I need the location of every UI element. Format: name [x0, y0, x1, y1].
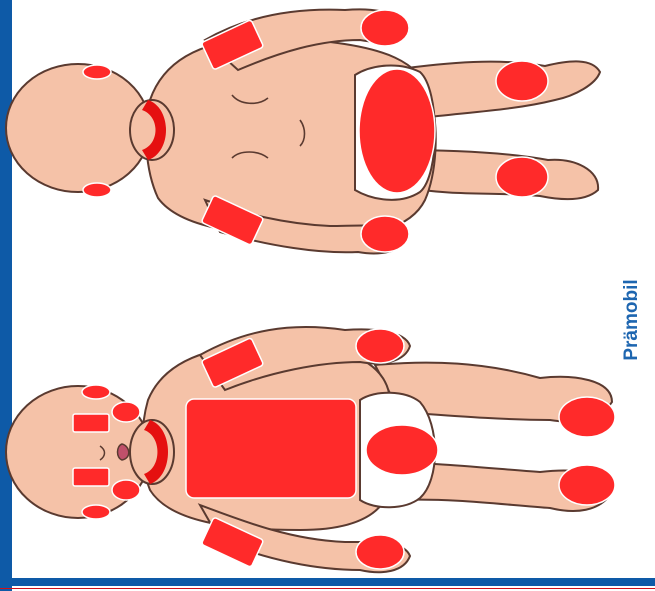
caption-box: Prämobil — [612, 255, 652, 385]
front-forehead-left-marker — [82, 505, 110, 519]
front-cheek-right-marker — [112, 402, 140, 422]
back-ear-left-marker — [83, 183, 111, 197]
front-eye-left-marker — [73, 468, 109, 486]
back-knee-right-marker — [496, 61, 548, 101]
caption-premobile-label: Prämobil — [621, 279, 643, 360]
front-chest-abdomen-marker — [186, 399, 356, 498]
front-hand-left-marker — [356, 535, 404, 569]
back-hand-right-marker — [361, 10, 409, 46]
front-foot-right-marker — [559, 397, 615, 437]
back-head — [6, 64, 150, 192]
front-foot-left-marker — [559, 465, 615, 505]
baby-front-view — [6, 327, 615, 572]
baby-back-view — [6, 9, 600, 253]
front-forehead-right-marker — [82, 385, 110, 399]
back-knee-left-marker — [496, 157, 548, 197]
front-cheek-left-marker — [112, 480, 140, 500]
front-mouth — [118, 444, 129, 460]
back-ear-right-marker — [83, 65, 111, 79]
back-buttocks-marker — [359, 69, 435, 193]
back-hand-left-marker — [361, 216, 409, 252]
front-eye-right-marker — [73, 414, 109, 432]
front-hand-right-marker — [356, 329, 404, 363]
front-genital-marker — [366, 425, 438, 475]
